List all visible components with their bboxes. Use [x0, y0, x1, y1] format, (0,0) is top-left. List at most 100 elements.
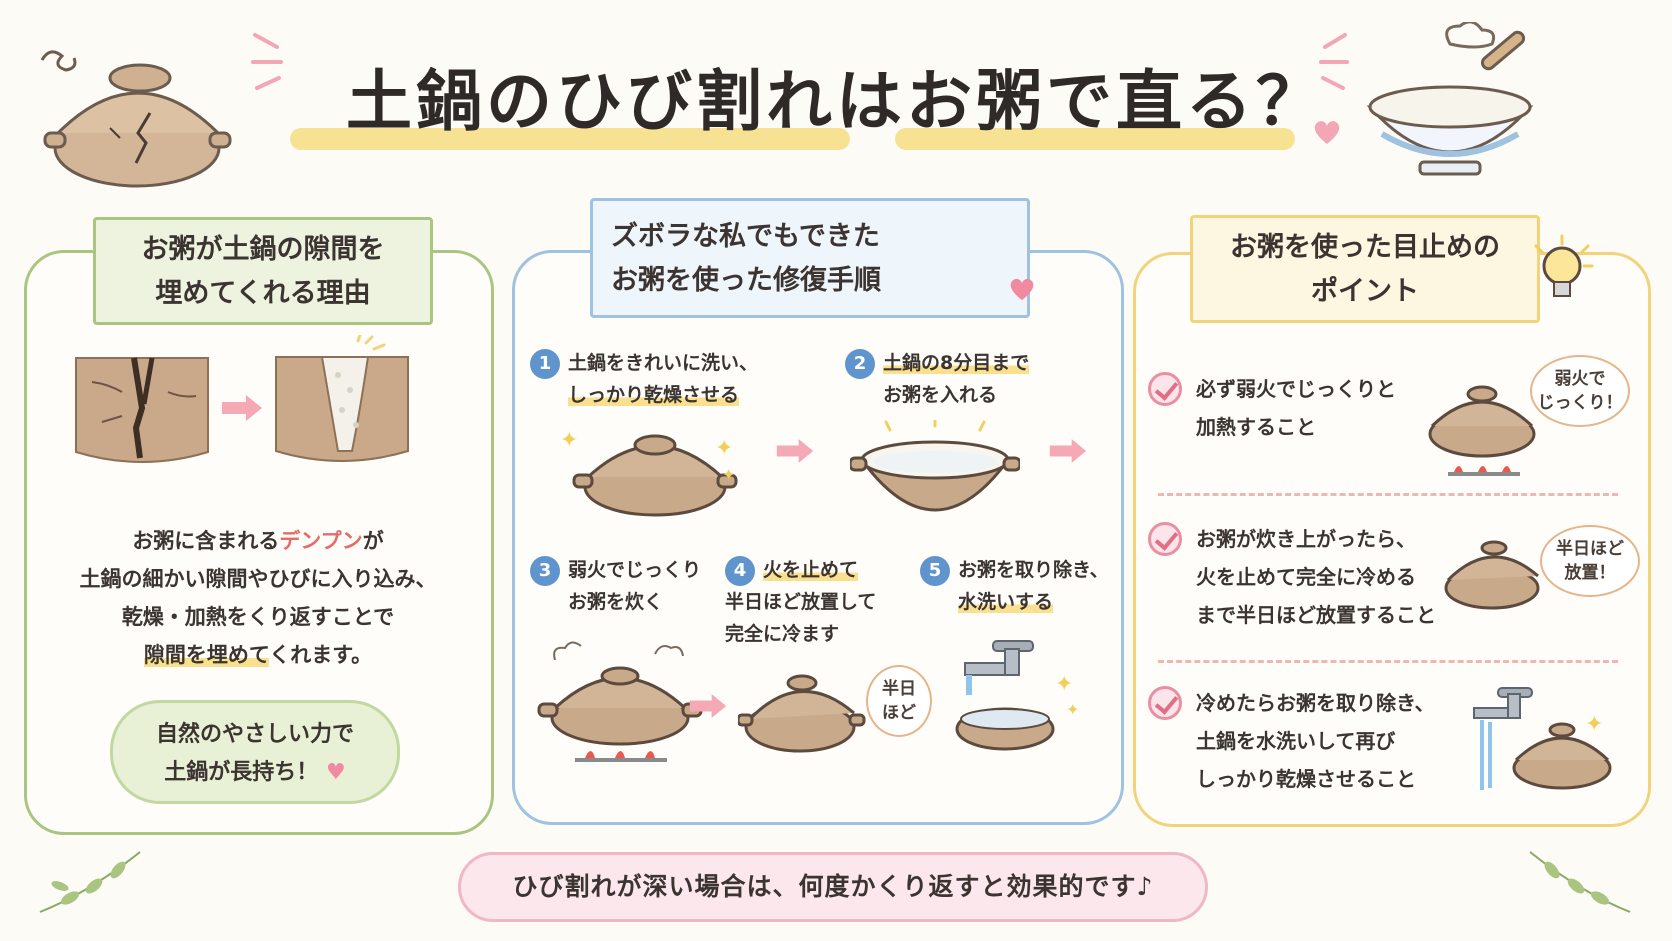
step-number-4: 4 — [725, 555, 755, 586]
rest-bubble: 半日ほど 放置！ — [1540, 525, 1640, 597]
point-1-line2: 加熱すること — [1196, 415, 1316, 439]
reason-body-line1-post: が — [362, 529, 384, 553]
lightbulb-icon — [1534, 234, 1594, 297]
reason-body: お粥に含まれるデンプンが 土鍋の細かい隙間やひびに入り込み、 乾燥・加熱をくり返… — [48, 522, 468, 674]
pot-with-porridge-icon — [850, 420, 1020, 512]
step-3-line2: お粥を炊く — [568, 591, 664, 613]
steps-heading-line1: ズボラな私でもできた — [611, 221, 880, 252]
step-3-line1: 弱火でじっくり — [568, 559, 702, 581]
sparkle-icon: ✦ — [1585, 712, 1604, 737]
cracked-clay-icon — [75, 357, 209, 463]
reason-heading-line2: 埋めてくれる理由 — [155, 278, 371, 309]
step-1-line2: しっかり乾燥させる — [568, 384, 740, 406]
rinse-pot-icon — [1473, 687, 1612, 790]
sparkle-icon: ✦ — [715, 436, 734, 461]
arrow-right-icon — [1049, 439, 1087, 463]
point-3-line1: 冷めたらお粥を取り除き、 — [1196, 691, 1435, 715]
simmering-pot-icon — [537, 641, 703, 762]
half-day-bubble: 半日 ほど — [866, 665, 932, 737]
cracked-pot-icon — [40, 50, 232, 188]
point-3: 冷めたらお粥を取り除き、 土鍋を水洗いして再び しっかり乾燥させること — [1148, 684, 1478, 798]
step-5-line1: お粥を取り除き、 — [958, 559, 1109, 581]
reason-body-line3: 乾燥・加熱をくり返すことで — [121, 605, 395, 629]
step-2-line2: お粥を入れる — [883, 384, 998, 406]
step-5-line2: 水洗いする — [958, 591, 1054, 613]
check-icon — [1148, 686, 1182, 720]
clay-pot-icon — [572, 434, 738, 517]
heart-icon — [1010, 278, 1034, 301]
points-heading: お粥を使った目止めの ポイント — [1190, 215, 1540, 323]
step-number-2: 2 — [845, 348, 875, 379]
reason-body-line2: 土鍋の細かい隙間やひびに入り込み、 — [79, 567, 437, 591]
cooling-pot-icon — [738, 674, 866, 753]
reason-heading: お粥が土鍋の隙間を 埋めてくれる理由 — [93, 217, 433, 325]
cloud-line1: 自然のやさしい力で — [155, 722, 354, 747]
step-3: 3 弱火でじっくり お粥を炊く — [530, 554, 701, 618]
step-4-line3: 完全に冷ます — [725, 623, 840, 645]
resting-pot-icon — [1444, 540, 1540, 610]
reason-heading-line1: お粥が土鍋の隙間を — [141, 234, 385, 265]
step-2-line1: 土鍋の8分目まで — [883, 352, 1030, 374]
faucet-pot-icon — [955, 640, 1055, 751]
rest-bubble-line1: 半日ほど — [1556, 539, 1624, 559]
reason-body-line4: 隙間を埋めてくれます。 — [48, 636, 468, 674]
points-heading-line1: お粥を使った目止めの — [1230, 232, 1500, 263]
title-underline-left — [290, 128, 850, 150]
step-1: 1 土鍋をきれいに洗い、 しっかり乾燥させる — [530, 347, 758, 411]
rest-bubble-line2: 放置！ — [1564, 563, 1616, 583]
step-number-1: 1 — [530, 348, 560, 379]
divider — [1158, 660, 1618, 663]
leaf-branch-icon — [1529, 851, 1631, 913]
arrow-right-icon — [222, 395, 262, 421]
half-day-bubble-line2: ほど — [882, 703, 916, 723]
point-3-line2: 土鍋を水洗いして再び — [1196, 729, 1396, 753]
sparkle-icon: ✦ — [560, 428, 579, 453]
step-4-line2: 半日ほど放置して — [725, 591, 877, 613]
step-number-5: 5 — [920, 555, 950, 586]
arrow-right-icon — [689, 694, 727, 718]
reason-body-line4-post: くれます。 — [269, 643, 373, 667]
porridge-bowl-icon — [1366, 22, 1534, 176]
step-4: 4 火を止めて 半日ほど放置して 完全に冷ます — [725, 554, 876, 650]
reason-body-highlight: 隙間を埋めて — [143, 643, 270, 667]
point-2-line2: 火を止めて完全に冷める — [1196, 565, 1416, 589]
sparkle-lines-right — [1319, 33, 1349, 90]
longevity-cloud: 自然のやさしい力で 土鍋が長持ち！ ♥ — [110, 700, 400, 804]
heart-icon: ♥ — [325, 760, 346, 785]
point-2: お粥が炊き上がったら、 火を止めて完全に冷める まで半日ほど放置すること — [1148, 520, 1478, 634]
point-1-line1: 必ず弱火でじっくりと — [1196, 377, 1396, 401]
sparkle-icon: ✦ — [1055, 672, 1074, 697]
point-2-line3: まで半日ほど放置すること — [1196, 603, 1436, 627]
point-1: 必ず弱火でじっくりと 加熱すること — [1148, 370, 1478, 446]
reason-body-line1: お粥に含まれるデンプンが — [48, 522, 468, 560]
title-underline-right — [895, 128, 1295, 150]
check-icon — [1148, 372, 1182, 406]
low-heat-bubble-line2: じっくり！ — [1537, 393, 1623, 413]
reason-body-line1-pre: お粥に含まれる — [132, 529, 280, 553]
heart-icon — [1314, 121, 1340, 144]
check-icon — [1148, 522, 1182, 556]
sparkle-lines-left — [251, 33, 283, 90]
sparkle-icon: ✦ — [1066, 700, 1080, 719]
low-heat-bubble-line1: 弱火で — [1554, 369, 1606, 389]
arrow-right-icon — [776, 439, 814, 463]
step-1-line1: 土鍋をきれいに洗い、 — [568, 352, 759, 374]
steps-heading: ズボラな私でもできた お粥を使った修復手順 — [590, 198, 1030, 318]
pot-on-flame-icon — [1428, 385, 1536, 476]
leaf-branch-icon — [39, 851, 141, 913]
half-day-bubble-line1: 半日 — [882, 679, 916, 699]
steps-heading-line2: お粥を使った修復手順 — [611, 265, 881, 296]
step-4-line1: 火を止めて — [763, 559, 859, 581]
step-2: 2 土鍋の8分目まで お粥を入れる — [845, 347, 1030, 411]
page-title: 土鍋のひび割れはお粥で直る？ — [346, 63, 1326, 140]
divider — [1158, 493, 1618, 496]
step-5: 5 お粥を取り除き、 水洗いする — [920, 554, 1109, 618]
point-3-line3: しっかり乾燥させること — [1196, 767, 1416, 791]
cloud-line2: 土鍋が長持ち！ — [164, 760, 319, 785]
filled-clay-icon — [275, 335, 409, 462]
point-2-line1: お粥が炊き上がったら、 — [1196, 527, 1416, 551]
tip-banner: ひび割れが深い場合は、何度かくり返すと効果的です♪ — [458, 852, 1208, 922]
low-heat-bubble: 弱火で じっくり！ — [1530, 355, 1630, 427]
points-heading-line2: ポイント — [1311, 276, 1419, 307]
step-number-3: 3 — [530, 555, 560, 586]
